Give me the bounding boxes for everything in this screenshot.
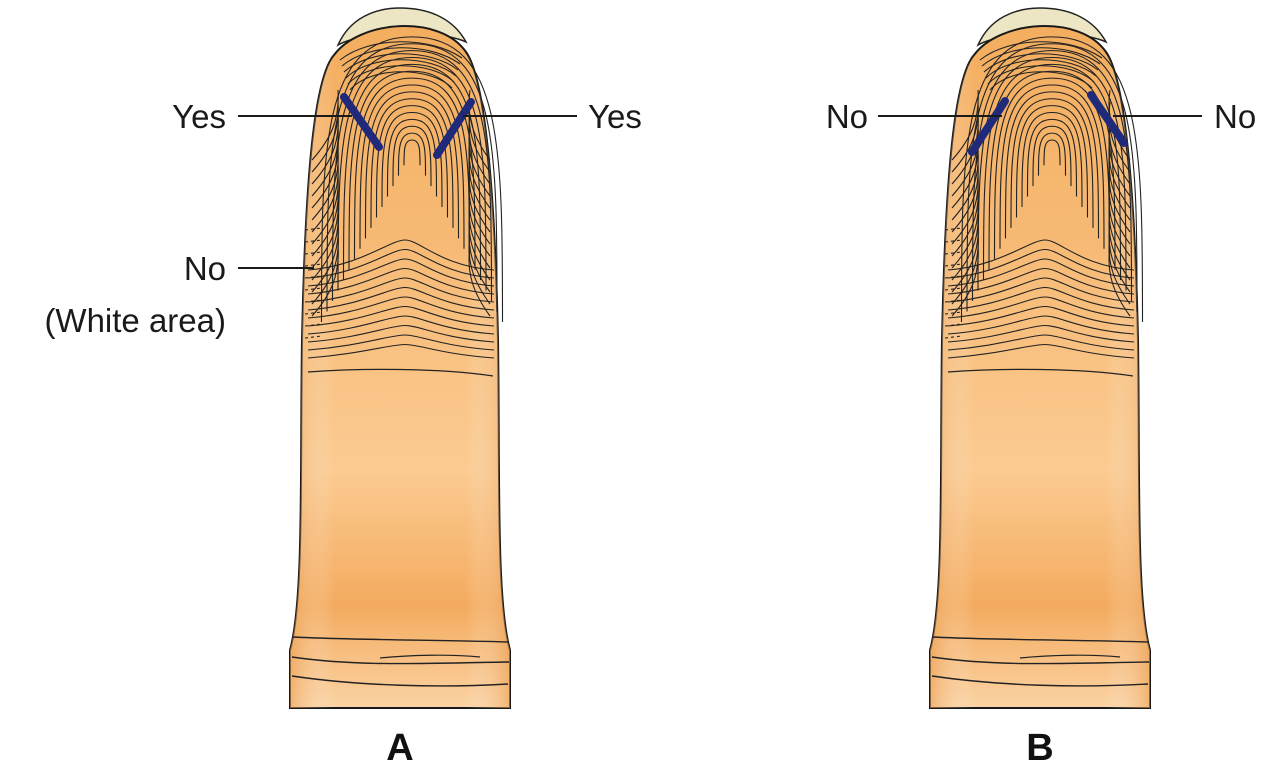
mark-label-left: No xyxy=(826,98,868,135)
panel-b: No No B xyxy=(826,8,1256,769)
panel-a: Yes Yes No (White area) A xyxy=(44,8,641,769)
finger-shading xyxy=(290,26,510,708)
panel-label-a: A xyxy=(386,727,413,769)
white-area-label-line1: No xyxy=(184,250,226,287)
mark-label-right: Yes xyxy=(588,98,642,135)
panel-label-b: B xyxy=(1026,727,1053,769)
mark-label-left: Yes xyxy=(172,98,226,135)
mark-label-right: No xyxy=(1214,98,1256,135)
white-area-label-line2: (White area) xyxy=(44,302,226,339)
